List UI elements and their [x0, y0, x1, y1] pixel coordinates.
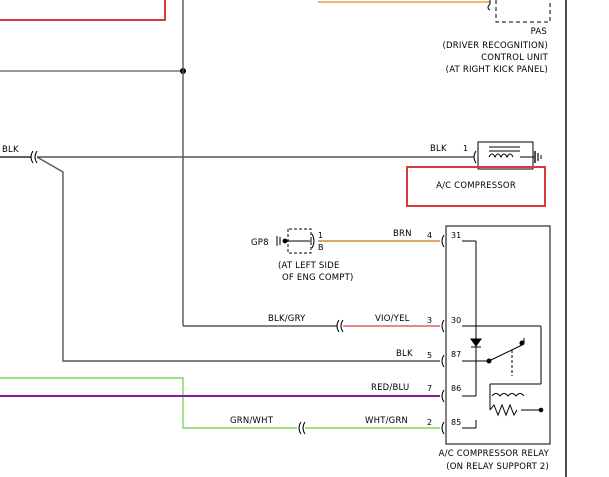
wire-blk-87-label: BLK: [396, 349, 413, 359]
ground-pinB: B: [318, 243, 324, 252]
pas-connector: [318, 0, 551, 23]
wire-grn-wht-label: GRN/WHT: [230, 416, 274, 426]
ground-note2: OF ENG COMPT): [282, 273, 354, 283]
compressor-highlight-box: [406, 166, 546, 207]
relay-pin-num-4: 4: [427, 231, 432, 240]
top-left-highlight-box: [0, 0, 166, 21]
relay-label2: (ON RELAY SUPPORT 2): [446, 462, 549, 472]
pas-line2: CONTROL UNIT: [481, 53, 548, 63]
relay-box: [445, 225, 551, 445]
wire-wht-grn-label: WHT/GRN: [365, 416, 408, 426]
relay-term-31: 31: [451, 231, 461, 240]
relay-pin-num-2: 2: [427, 418, 432, 427]
wire-blk-gry-label: BLK/GRY: [268, 314, 306, 324]
wire-grn-wht: [0, 377, 297, 429]
inline-connector-vio: [336, 319, 344, 333]
relay-term-85: 85: [451, 418, 461, 427]
pas-name: PAS: [531, 27, 547, 37]
compressor-pin: 1: [463, 144, 468, 153]
compressor-clutch: [473, 141, 542, 170]
left-blk-label: BLK: [2, 145, 19, 155]
wire-red-blu-label: RED/BLU: [371, 383, 409, 393]
wire-brn-label: BRN: [393, 229, 412, 239]
compressor-wire-label: BLK: [430, 144, 447, 154]
relay-term-87: 87: [451, 350, 461, 359]
ground-note1: (AT LEFT SIDE: [278, 261, 340, 271]
wire-vio-yel-label: VIO/YEL: [375, 314, 410, 324]
relay-pin-num-7: 7: [427, 384, 432, 393]
wire-blk-to-relay-87: [36, 156, 440, 362]
relay-connector-hooks: [441, 234, 445, 435]
relay-pin-num-3: 3: [427, 316, 432, 325]
relay-term-86: 86: [451, 384, 461, 393]
relay-internals: [462, 240, 544, 429]
relay-term-30: 30: [451, 316, 461, 325]
ground-pin1: 1: [318, 231, 323, 240]
ground-gp8: [276, 228, 315, 254]
relay-label1: A/C COMPRESSOR RELAY: [439, 449, 550, 459]
inline-connector-blk: [30, 150, 38, 164]
pas-line1: (DRIVER RECOGNITION): [443, 41, 549, 51]
relay-pin-num-5: 5: [427, 351, 432, 360]
compressor-label: A/C COMPRESSOR: [436, 181, 516, 191]
inline-connector-grn: [298, 421, 306, 435]
ground-name: GP8: [251, 238, 269, 248]
pas-line3: (AT RIGHT KICK PANEL): [446, 65, 548, 75]
